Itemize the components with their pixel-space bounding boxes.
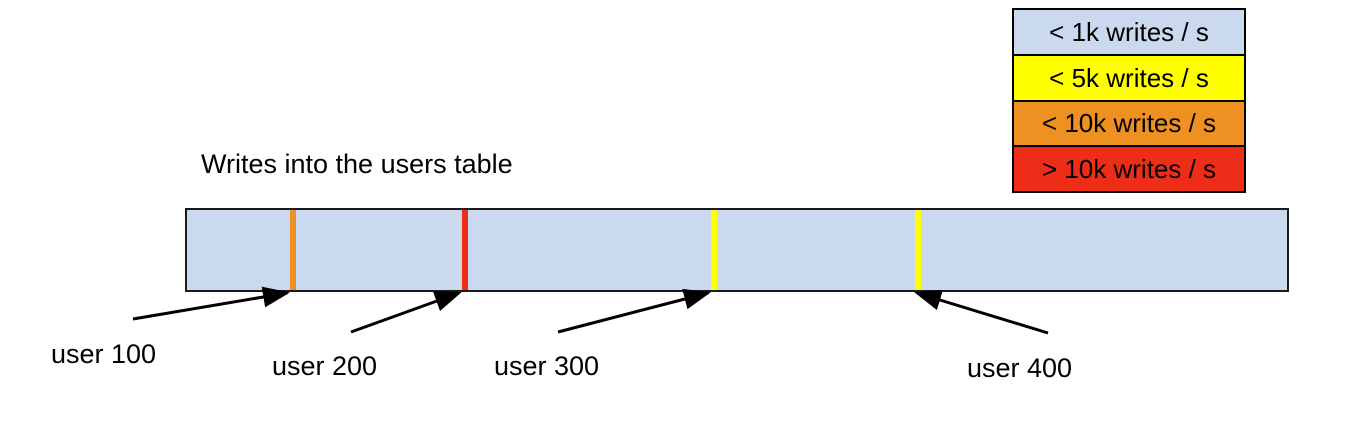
callout-user-100: user 100: [51, 339, 157, 369]
chart-title: Writes into the users table: [201, 149, 513, 179]
divider-user-400: [915, 210, 921, 290]
legend-label-over-10k: > 10k writes / s: [1041, 154, 1217, 185]
arrow-user-400: [914, 289, 1049, 335]
divider-user-200: [462, 210, 468, 290]
legend-label-under-10k: < 10k writes / s: [1041, 108, 1217, 139]
callout-user-400: user 400: [967, 353, 1073, 383]
legend-row-under-5k: < 5k writes / s: [1014, 55, 1244, 102]
arrow-user-200: [350, 291, 462, 334]
legend-label-under-5k: < 5k writes / s: [1049, 62, 1209, 93]
users-table-bar: [185, 208, 1289, 292]
divider-user-300: [711, 210, 717, 290]
legend-label-under-1k: < 1k writes / s: [1049, 16, 1209, 47]
callout-user-200: user 200: [272, 351, 378, 381]
legend: < 1k writes / s < 5k writes / s < 10k wr…: [1012, 8, 1246, 193]
arrow-user-300: [557, 288, 711, 334]
divider-user-100: [290, 210, 296, 290]
callout-user-300: user 300: [494, 351, 600, 381]
legend-row-over-10k: > 10k writes / s: [1014, 147, 1244, 191]
legend-row-under-1k: < 1k writes / s: [1014, 10, 1244, 56]
arrow-user-100: [132, 286, 290, 321]
legend-row-under-10k: < 10k writes / s: [1014, 101, 1244, 148]
